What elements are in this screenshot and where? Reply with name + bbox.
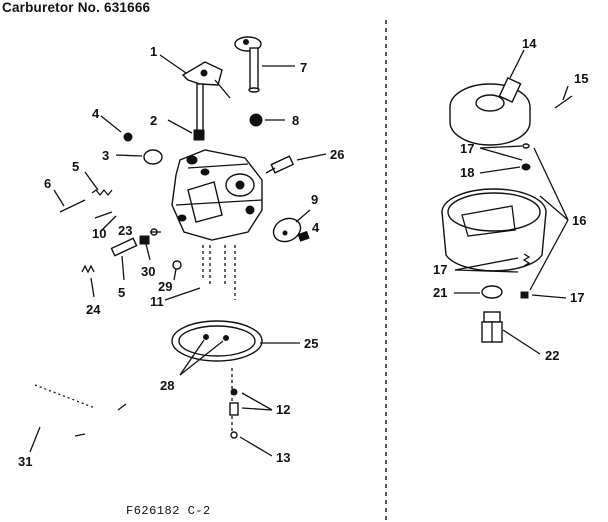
callout-31: 31 (18, 454, 32, 469)
callout-11: 11 (150, 294, 164, 309)
part-2-shaft-seal (193, 129, 205, 141)
part-11-nozzle (202, 245, 236, 300)
part-13-washer (230, 431, 238, 439)
page-title: Carburetor No. 631666 (2, 0, 151, 15)
callout-23: 23 (118, 223, 132, 238)
part-12-bowl-parts (229, 368, 239, 440)
part-14-float (449, 77, 531, 146)
part-17-lower (520, 291, 529, 299)
part-4-screw-lower (297, 230, 310, 242)
part-17-upper (522, 143, 530, 149)
callout-17-upper: 17 (460, 141, 474, 156)
callout-30: 30 (141, 264, 155, 279)
part-17-spring (522, 253, 531, 267)
part-15-pin (554, 95, 573, 109)
part-1-throttle-lever (181, 61, 231, 133)
callout-14: 14 (522, 36, 537, 51)
leader-lines (29, 49, 569, 457)
callout-3: 3 (102, 148, 109, 163)
part-29-ring (172, 260, 182, 270)
callout-5-upper: 5 (72, 159, 79, 174)
part-6-pin (59, 199, 86, 213)
callout-13: 13 (276, 450, 290, 465)
part-8-plug (249, 113, 263, 127)
callout-16: 16 (572, 213, 586, 228)
part-25-gasket (171, 320, 263, 362)
callout-2: 2 (150, 113, 157, 128)
callout-17-mid: 17 (433, 262, 447, 277)
callout-9: 9 (311, 192, 318, 207)
callout-26: 26 (330, 147, 344, 162)
part-5-spring-upper (91, 188, 113, 197)
callout-1: 1 (150, 44, 157, 59)
callout-24: 24 (86, 302, 101, 317)
callout-6: 6 (44, 176, 51, 191)
part-31-repair-kit (34, 384, 127, 437)
callout-10: 10 (92, 226, 106, 241)
callout-15: 15 (574, 71, 588, 86)
callout-25: 25 (304, 336, 318, 351)
part-5-needle (110, 237, 138, 257)
callout-5-lower: 5 (118, 285, 125, 300)
part-18-washer (521, 163, 531, 171)
callout-7: 7 (300, 60, 307, 75)
part-10-shaft (94, 211, 113, 219)
part-30-nut (139, 235, 150, 245)
part-9-throttle-plate (272, 217, 302, 243)
callout-labels: 1 2 3 4 5 6 7 8 9 10 11 12 13 14 15 16 1… (18, 36, 588, 469)
callout-22: 22 (545, 348, 559, 363)
callout-4-lower: 4 (312, 220, 320, 235)
callout-17-lower: 17 (570, 290, 584, 305)
part-7-fuel-tube (234, 36, 262, 93)
diagram-code: F626182 C-2 (126, 504, 211, 518)
part-26-idle-needle (265, 155, 295, 174)
part-3-washer (143, 149, 163, 165)
callout-21: 21 (433, 285, 447, 300)
carburetor-body (171, 149, 263, 241)
callout-8: 8 (292, 113, 299, 128)
part-16-float-bowl (441, 188, 547, 272)
callout-28: 28 (160, 378, 174, 393)
callout-18: 18 (460, 165, 474, 180)
part-24-spring (81, 264, 95, 274)
callout-4-upper: 4 (92, 106, 100, 121)
part-22-bowl-nut (481, 311, 503, 343)
callout-29: 29 (158, 279, 172, 294)
callout-12: 12 (276, 402, 290, 417)
part-21-gasket (481, 285, 503, 299)
part-4-screw-upper (123, 132, 133, 142)
